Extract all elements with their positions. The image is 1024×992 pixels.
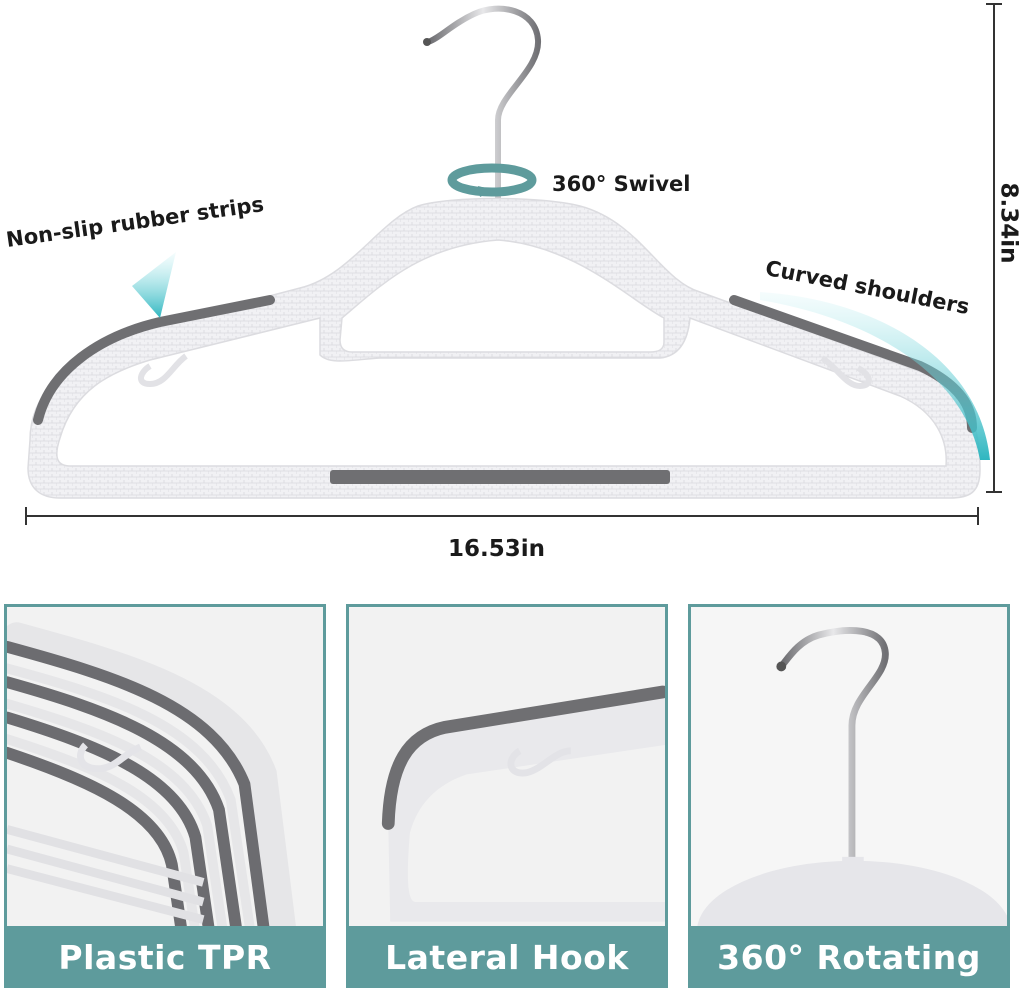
panel-label: 360° Rotating [691,926,1007,985]
panel-lateral-hook: Lateral Hook [346,604,668,988]
height-label: 8.34in [995,182,1022,264]
lateral-hook-illustration [349,607,665,985]
width-label: 16.53in [448,536,546,562]
panel-360-rotating: 360° Rotating [688,604,1010,988]
curved-sweep-icon [760,292,990,460]
swivel-callout: 360° Swivel [552,172,691,196]
hook-icon [425,5,542,203]
hanger-diagram [25,3,1002,525]
height-dimension [986,3,1002,493]
panel-plastic-tpr: Plastic TPR [4,604,326,988]
width-dimension [25,507,979,525]
non-slip-arrow-icon [132,252,176,318]
rubber-strip-left [33,295,275,425]
lateral-hook-icon [507,747,572,777]
rubber-strip-bar [330,470,670,484]
panel-label: Plastic TPR [7,926,323,985]
swivel-ring-icon [447,163,537,197]
stacked-hangers-illustration [7,607,323,985]
panel-label: Lateral Hook [349,926,665,985]
